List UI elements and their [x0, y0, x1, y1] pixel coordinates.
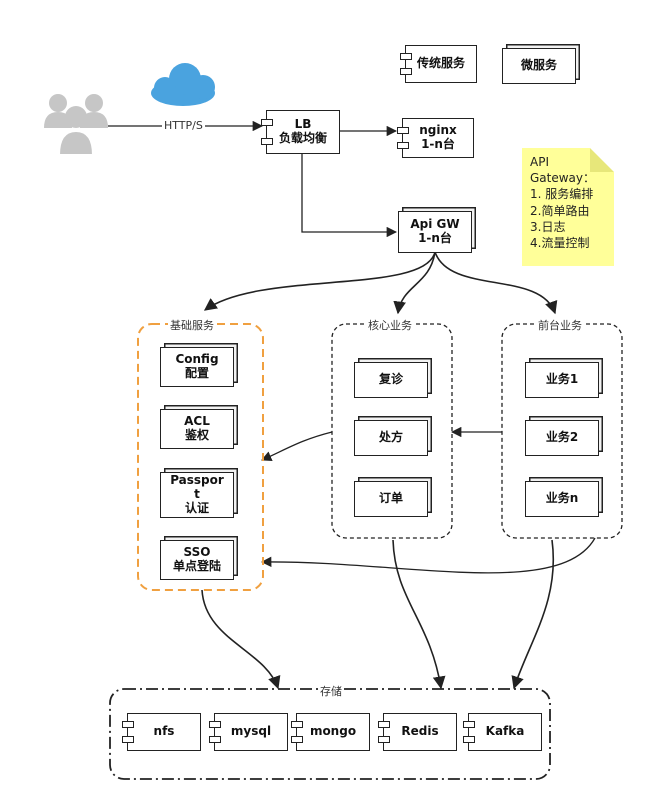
edge-apigw-core — [393, 251, 436, 315]
service-frontend-label: 业务2 — [545, 430, 579, 445]
service-core-label: 处方 — [378, 430, 403, 445]
note-line: 2.简单路由 — [530, 203, 590, 218]
legend-traditional-label: 传统服务 — [416, 56, 465, 71]
edge-basic-storage — [201, 589, 281, 690]
group-core-title: 核心业务 — [366, 317, 414, 333]
service-acl-line2: 鉴权 — [184, 428, 209, 442]
cloud-icon — [151, 63, 215, 106]
users-icon — [44, 94, 108, 156]
service-config-line1: Config — [175, 352, 219, 367]
service-frontend-label: 业务n — [545, 491, 579, 506]
service-frontend-item: 业务1 — [525, 362, 599, 398]
nginx-line1: nginx — [419, 123, 457, 138]
service-sso-line2: 单点登陆 — [172, 559, 221, 573]
service-frontend-item: 业务2 — [525, 420, 599, 456]
edge-core-storage — [392, 539, 446, 690]
edge-apigw-basic — [203, 251, 436, 311]
service-sso-line1: SSO — [183, 545, 211, 560]
service-core-label: 订单 — [378, 491, 403, 506]
service-acl-line1: ACL — [184, 414, 210, 429]
lb-line2: 负载均衡 — [278, 131, 327, 145]
service-passport-line2: t — [194, 487, 200, 502]
storage-mongo: mongo — [291, 713, 370, 751]
lb-node: LB 负载均衡 — [261, 110, 340, 154]
lb-line1: LB — [294, 117, 312, 132]
storage-label: Redis — [401, 724, 439, 739]
note-line: Gateway： — [530, 171, 596, 186]
api-gateway-note: API Gateway： 1. 服务编排 2.简单路由 3.日志 4.流量控制 — [522, 148, 614, 266]
service-core-label: 复诊 — [378, 372, 403, 387]
edge-lb-apigw — [301, 154, 398, 238]
edge-frontend-storage — [511, 539, 554, 690]
edge-frontend-basic — [260, 537, 596, 574]
service-passport-line1: Passpor — [170, 473, 224, 488]
storage-kafka: Kafka — [463, 713, 542, 751]
legend-micro-label: 微服务 — [520, 58, 557, 73]
group-storage-title: 存储 — [318, 683, 344, 699]
service-core-item: 处方 — [354, 420, 428, 456]
nginx-line2: 1-n台 — [421, 137, 455, 151]
storage-label: mysql — [230, 724, 272, 739]
service-frontend-item: 业务n — [525, 481, 599, 517]
storage-label: mongo — [309, 724, 357, 739]
note-line: 4.流量控制 — [530, 235, 590, 250]
note-line: 1. 服务编排 — [530, 187, 594, 202]
storage-redis: Redis — [378, 713, 457, 751]
edge-protocol-label: HTTP/S — [162, 119, 205, 132]
legend-traditional-service: 传统服务 — [400, 45, 477, 83]
api-gw-line1: Api GW — [410, 217, 460, 232]
storage-mysql: mysql — [209, 713, 288, 751]
service-frontend-label: 业务1 — [545, 372, 579, 387]
edge-apigw-frontend — [434, 251, 558, 315]
group-frontend-title: 前台业务 — [536, 317, 584, 333]
group-basic-title: 基础服务 — [168, 317, 216, 333]
service-config-line2: 配置 — [184, 366, 209, 380]
service-core-item: 复诊 — [354, 362, 428, 398]
service-sso: SSO 单点登陆 — [160, 540, 234, 580]
storage-nfs: nfs — [122, 713, 201, 751]
service-core-item: 订单 — [354, 481, 428, 517]
note-line: 3.日志 — [530, 219, 566, 234]
legend-micro-service: 微服务 — [502, 48, 576, 84]
nginx-node: nginx 1-n台 — [397, 118, 474, 158]
group-basic-border — [137, 323, 264, 591]
api-gw-node: Api GW 1-n台 — [398, 211, 472, 253]
storage-label: nfs — [153, 724, 175, 739]
storage-label: Kafka — [485, 724, 525, 739]
service-config: Config 配置 — [160, 347, 234, 387]
service-passport-line3: 认证 — [184, 500, 209, 515]
note-line: API — [530, 155, 549, 169]
service-acl: ACL 鉴权 — [160, 409, 234, 449]
api-gw-line2: 1-n台 — [418, 231, 452, 245]
edge-core-basic — [261, 431, 333, 462]
service-passport: Passpor t 认证 — [160, 472, 234, 518]
